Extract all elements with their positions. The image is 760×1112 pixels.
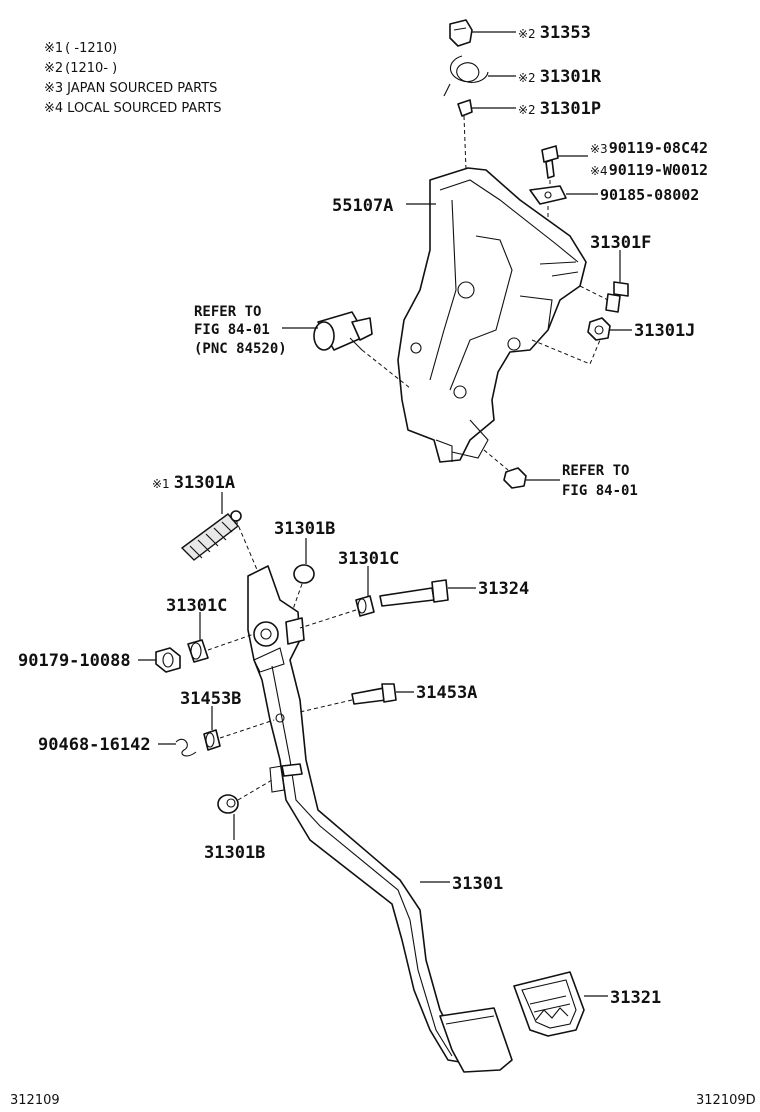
- label-31301J: 31301J: [634, 321, 695, 341]
- label-90468-16142: 90468-16142: [38, 735, 151, 755]
- bushing-31301C-left-part: [187, 639, 209, 663]
- label-90119-08C42: ※390119-08C42: [590, 139, 708, 157]
- clip-31353-part: [449, 19, 473, 47]
- footer-left-code: 312109: [10, 1093, 60, 1108]
- svg-text:※1( -1210): ※1( -1210): [44, 41, 117, 56]
- refer-nut-line2: FIG 84-01: [562, 483, 638, 499]
- label-31453B: 31453B: [180, 689, 241, 709]
- label-90185-08002: 90185-08002: [600, 186, 699, 204]
- pedal-arm-31301-part: [247, 565, 461, 1063]
- bolt-31324-part: [379, 579, 449, 607]
- refer-nut-line1: REFER TO: [562, 463, 629, 479]
- svg-text:※2(1210- ): ※2(1210- ): [44, 61, 117, 76]
- label-31321: 31321: [610, 988, 661, 1008]
- label-31301F: 31301F: [590, 233, 651, 253]
- label-31301C-right: 31301C: [338, 549, 399, 569]
- cushion-31301B-top-part: [293, 564, 315, 584]
- bolt-31301F-part: [605, 281, 629, 313]
- footer-right-code: 312109D: [696, 1093, 756, 1108]
- stop-lamp-switch-part: [313, 311, 373, 351]
- pedal-pad-base-part: [439, 1007, 513, 1073]
- label-31301: 31301: [452, 874, 503, 894]
- pedal-pad-31321-part: [513, 971, 585, 1037]
- label-90179-10088: 90179-10088: [18, 651, 131, 671]
- label-31301B-bottom: 31301B: [204, 843, 265, 863]
- bushing-31301C-right-part: [355, 595, 375, 617]
- label-31453A: 31453A: [416, 683, 477, 703]
- label-55107A: 55107A: [332, 196, 393, 216]
- pedal-bracket-55107A-part: [397, 167, 587, 463]
- label-31324: 31324: [478, 579, 529, 599]
- spring-31301R-part: [443, 55, 489, 97]
- label-90119-W0012: ※490119-W0012: [590, 161, 708, 179]
- nut-90179-part: [155, 647, 181, 673]
- pin-31453A-part: [351, 683, 397, 705]
- clip-90468-part: [175, 738, 197, 757]
- nut-90185-part: [529, 185, 567, 205]
- refer-switch-line2: FIG 84-01: [194, 322, 270, 338]
- nut-refer-part: [503, 467, 527, 489]
- refer-switch-line1: REFER TO: [194, 304, 261, 320]
- spring-31301A-part: [180, 510, 242, 561]
- label-31301C-left: 31301C: [166, 596, 227, 616]
- bushing-31453B-part: [203, 729, 221, 751]
- nut-31301J-part: [587, 317, 611, 341]
- label-31301B-top: 31301B: [274, 519, 335, 539]
- bolt-90119-part: [541, 145, 559, 179]
- bushing-31301P-part: [457, 99, 473, 117]
- cushion-31301B-bottom-part: [217, 794, 239, 814]
- refer-switch-line3: (PNC 84520): [194, 341, 287, 357]
